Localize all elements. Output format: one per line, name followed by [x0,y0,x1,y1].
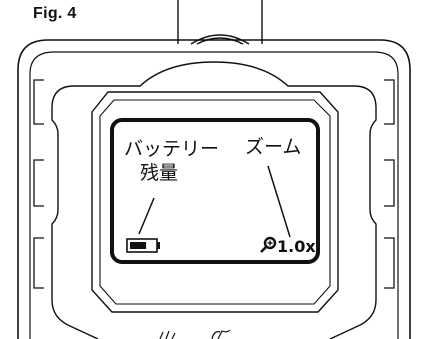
screen-bezel-inner [99,99,331,305]
device-body-inner [29,51,399,339]
zoom-value-readout: 1.0x [277,237,316,256]
bottom-brand-lettering-fragment [159,329,231,339]
battery-leader-line [138,197,155,235]
zoom-leader-line [267,165,291,238]
battery-callout-line2: 残量 [140,162,179,184]
right-side-buttons [384,79,395,289]
battery-callout-line1: バッテリー [124,138,220,160]
zoom-magnifier-icon [260,236,277,253]
left-side-buttons [33,79,44,289]
top-connector [177,0,263,45]
device-body-outer [17,39,411,339]
figure-label: Fig. 4 [33,5,77,22]
display-screen [110,118,320,264]
battery-icon [126,238,160,253]
device-face-panel [51,61,377,339]
zoom-callout: ズーム [245,136,302,158]
screen-bezel [91,91,339,313]
